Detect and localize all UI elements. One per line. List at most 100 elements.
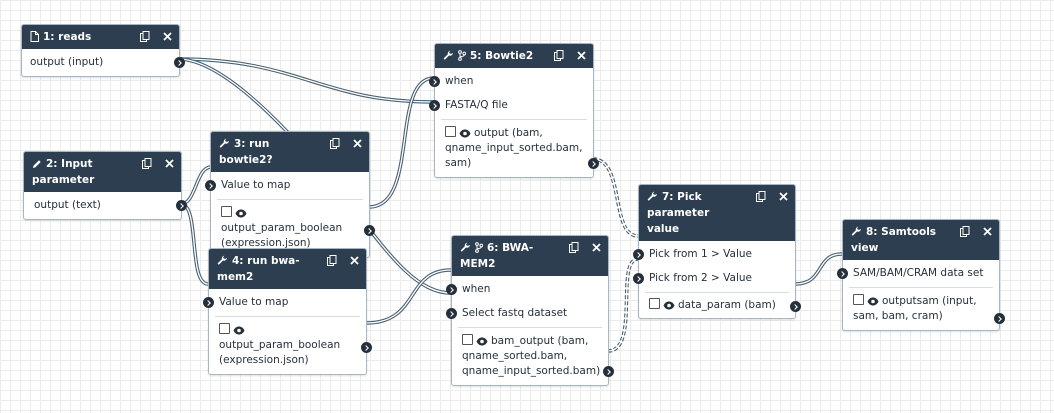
node-header[interactable]: 3: run bowtie2? bbox=[211, 132, 369, 172]
wrench-icon bbox=[443, 50, 453, 60]
output-terminal[interactable] bbox=[174, 57, 185, 68]
clone-icon[interactable] bbox=[329, 136, 341, 150]
divider bbox=[215, 316, 360, 317]
node-samtools-view[interactable]: 8: Samtools view SAM/BAM/CRAM data set o… bbox=[837, 219, 1005, 331]
output-label: output (text) bbox=[34, 199, 101, 211]
close-icon[interactable] bbox=[575, 48, 587, 62]
eye-icon[interactable] bbox=[233, 326, 245, 335]
clone-icon[interactable] bbox=[568, 240, 580, 254]
eye-icon[interactable] bbox=[476, 337, 488, 346]
edge-param-to-run-bwamem2 bbox=[180, 202, 209, 286]
output-checkbox[interactable] bbox=[462, 334, 473, 345]
edge-pick-to-samtools bbox=[794, 252, 843, 286]
pencil-icon bbox=[33, 160, 41, 168]
output-checkbox[interactable] bbox=[221, 206, 232, 217]
input-terminal-pick1[interactable] bbox=[633, 249, 644, 260]
output-label: output (input) bbox=[30, 56, 104, 68]
output-terminal[interactable] bbox=[790, 301, 801, 312]
input-terminal[interactable] bbox=[203, 297, 214, 308]
eye-icon[interactable] bbox=[663, 301, 675, 310]
input-label-when: when bbox=[462, 283, 491, 295]
input-label-when: when bbox=[445, 75, 474, 87]
divider bbox=[458, 327, 602, 328]
node-header[interactable]: 6: BWA-MEM2 bbox=[452, 236, 608, 276]
input-label: Value to map bbox=[221, 179, 291, 191]
output-terminal[interactable] bbox=[588, 158, 599, 169]
eye-icon[interactable] bbox=[867, 297, 879, 306]
node-bowtie2[interactable]: 5: Bowtie2 when FASTA/Q file output (bam… bbox=[429, 43, 599, 178]
edge-run-bwamem2-to-when bbox=[365, 268, 452, 325]
output-terminal[interactable] bbox=[603, 366, 614, 377]
node-header[interactable]: 2: Input parameter bbox=[24, 152, 181, 192]
input-terminal-when[interactable] bbox=[429, 76, 440, 87]
close-icon[interactable] bbox=[161, 29, 173, 43]
node-title: 7: Pick parameter value bbox=[647, 191, 710, 235]
input-terminal[interactable] bbox=[837, 268, 848, 279]
node-header[interactable]: 1: reads bbox=[22, 25, 179, 49]
output-checkbox[interactable] bbox=[853, 294, 864, 305]
wrench-icon bbox=[460, 242, 470, 252]
output-checkbox[interactable] bbox=[649, 298, 660, 309]
output-terminal[interactable] bbox=[364, 225, 375, 236]
close-icon[interactable] bbox=[590, 240, 602, 254]
output-checkbox[interactable] bbox=[219, 323, 230, 334]
eye-icon[interactable] bbox=[235, 209, 247, 218]
node-title: 2: Input parameter bbox=[32, 158, 95, 186]
output-terminal[interactable] bbox=[361, 342, 372, 353]
node-title: 3: run bowtie2? bbox=[219, 138, 273, 166]
node-header[interactable]: 8: Samtools view bbox=[843, 220, 999, 260]
node-reads[interactable]: 1: reads output (input) bbox=[21, 24, 185, 77]
node-input-parameter[interactable]: 2: Input parameter output (text) bbox=[23, 151, 187, 220]
eye-icon[interactable] bbox=[459, 129, 471, 138]
edge-reads-to-bowtie2 bbox=[177, 57, 435, 104]
divider bbox=[849, 287, 993, 288]
edge-bowtie2-to-pick1 bbox=[592, 157, 639, 238]
input-terminal[interactable] bbox=[205, 180, 216, 191]
node-title: 6: BWA-MEM2 bbox=[460, 242, 534, 270]
clone-icon[interactable] bbox=[139, 29, 151, 43]
input-label: SAM/BAM/CRAM data set bbox=[853, 267, 984, 279]
output-label: data_param (bam) bbox=[678, 299, 776, 311]
node-run-bwamem2[interactable]: 4: run bwa-mem2 Value to map output_para… bbox=[203, 248, 372, 375]
file-icon bbox=[30, 31, 39, 42]
input-terminal-fastq[interactable] bbox=[429, 100, 440, 111]
node-header[interactable]: 4: run bwa-mem2 bbox=[209, 249, 366, 289]
node-header[interactable]: 7: Pick parameter value bbox=[639, 185, 795, 241]
output-terminal[interactable] bbox=[994, 313, 1005, 324]
divider bbox=[645, 292, 789, 293]
close-icon[interactable] bbox=[981, 224, 993, 238]
input-label-fastq: FASTA/Q file bbox=[445, 99, 508, 111]
edge-run-bowtie2-to-when bbox=[368, 76, 435, 209]
input-label: Value to map bbox=[219, 296, 289, 308]
wrench-icon bbox=[217, 255, 227, 265]
close-icon[interactable] bbox=[351, 136, 363, 150]
node-bwamem2[interactable]: 6: BWA-MEM2 when Select fastq dataset ba… bbox=[446, 235, 614, 386]
output-label: bam_output (bam, qname_sorted.bam, qname… bbox=[462, 335, 601, 377]
output-terminal[interactable] bbox=[176, 200, 187, 211]
output-label: output (bam, qname_input_sorted.bam, sam… bbox=[445, 127, 583, 169]
close-icon[interactable] bbox=[777, 189, 789, 203]
input-terminal-pick2[interactable] bbox=[633, 273, 644, 284]
input-terminal-fastq[interactable] bbox=[446, 308, 457, 319]
divider bbox=[217, 199, 363, 200]
output-checkbox[interactable] bbox=[445, 126, 456, 137]
edge-bwamem2-to-pick2 bbox=[607, 257, 639, 353]
output-label: output_param_boolean (expression.json) bbox=[221, 222, 343, 249]
node-header[interactable]: 5: Bowtie2 bbox=[435, 44, 593, 68]
node-pick-parameter[interactable]: 7: Pick parameter value Pick from 1 > Va… bbox=[633, 184, 801, 319]
clone-icon[interactable] bbox=[141, 156, 153, 170]
node-title: 8: Samtools view bbox=[851, 226, 937, 254]
wrench-icon bbox=[851, 226, 861, 236]
clone-icon[interactable] bbox=[959, 224, 971, 238]
clone-icon[interactable] bbox=[553, 48, 565, 62]
close-icon[interactable] bbox=[348, 253, 360, 267]
clone-icon[interactable] bbox=[326, 253, 338, 267]
node-title: 1: reads bbox=[43, 31, 92, 43]
output-label: outputsam (input, sam, bam, cram) bbox=[853, 295, 977, 322]
node-run-bowtie2[interactable]: 3: run bowtie2? Value to map output_para… bbox=[205, 131, 375, 258]
clone-icon[interactable] bbox=[755, 189, 767, 203]
close-icon[interactable] bbox=[163, 156, 175, 170]
wrench-icon bbox=[219, 138, 229, 148]
input-terminal-when[interactable] bbox=[446, 284, 457, 295]
